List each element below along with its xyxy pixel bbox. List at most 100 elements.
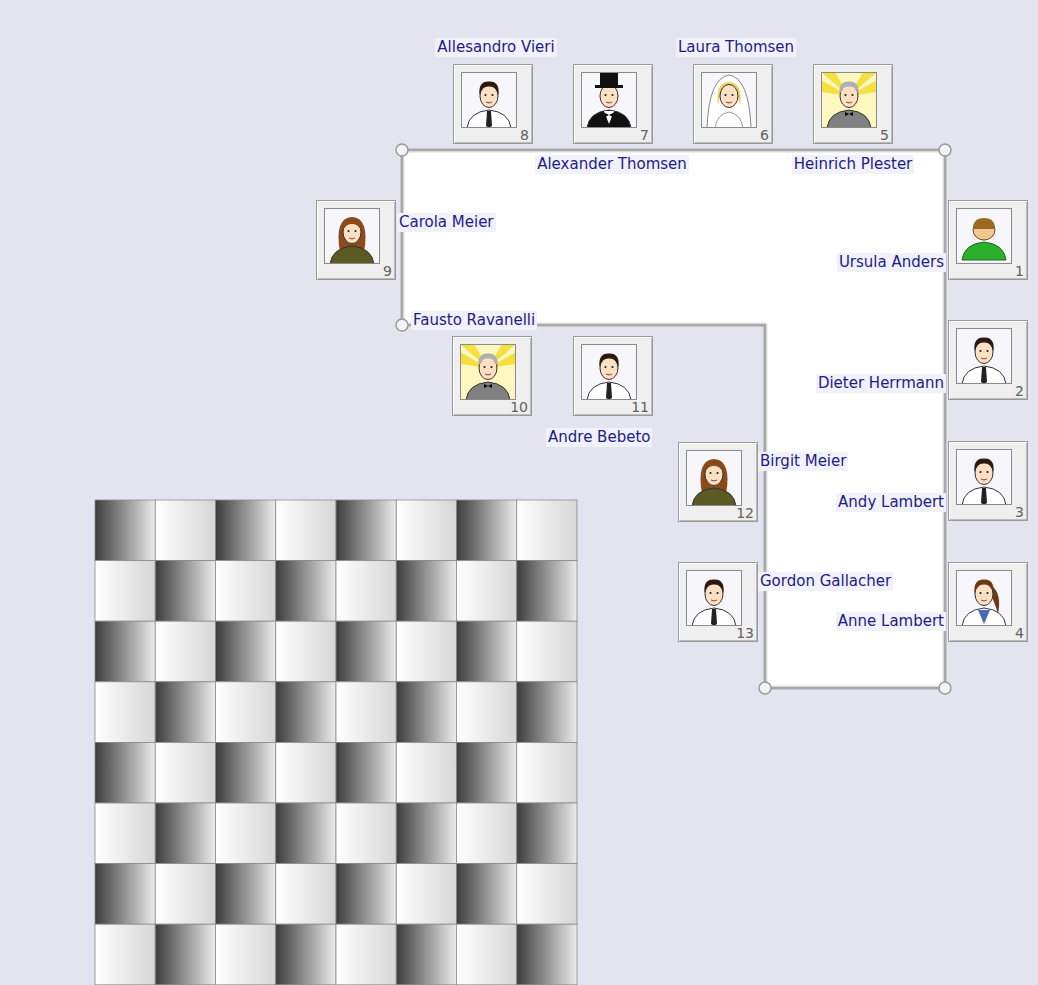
guest-name: Ursula Anders xyxy=(837,253,946,272)
board-cell xyxy=(396,621,456,682)
board-cell xyxy=(155,682,215,743)
board-cell xyxy=(457,742,517,803)
guest-seat: Ursula Anders1 xyxy=(948,200,1028,280)
seat-number: 12 xyxy=(736,506,754,520)
guest-seat: Birgit Meier12 xyxy=(678,442,758,522)
guest-seat: Carola Meier9 xyxy=(316,200,396,280)
guest-seat: Anne Lambert4 xyxy=(948,562,1028,642)
board-cell xyxy=(517,561,577,622)
board-cell xyxy=(457,621,517,682)
board-cell xyxy=(216,864,276,925)
guest-name: Allesandro Vieri xyxy=(435,38,556,57)
board-cell xyxy=(336,561,396,622)
guest-name: Fausto Ravanelli xyxy=(411,311,537,330)
guest-icon xyxy=(956,570,1012,626)
board-cell xyxy=(155,621,215,682)
board-cell xyxy=(396,500,456,561)
board-cell xyxy=(276,864,336,925)
guest-icon xyxy=(956,328,1012,384)
seat-number: 8 xyxy=(520,128,529,142)
board-cell xyxy=(276,500,336,561)
seat-number: 9 xyxy=(383,264,392,278)
seat-number: 1 xyxy=(1015,264,1024,278)
board-cell xyxy=(336,500,396,561)
guest-name: Andre Bebeto xyxy=(546,428,652,447)
guest-seat: Gordon Gallacher13 xyxy=(678,562,758,642)
board-cell xyxy=(336,742,396,803)
board-cell xyxy=(155,924,215,985)
seat-number: 5 xyxy=(880,128,889,142)
guest-icon xyxy=(581,344,637,400)
seat-number: 2 xyxy=(1015,384,1024,398)
guest-icon xyxy=(686,570,742,626)
guest-icon xyxy=(461,72,517,128)
board-cell xyxy=(517,924,577,985)
guest-icon xyxy=(821,72,877,128)
board-cell xyxy=(517,682,577,743)
board-cell xyxy=(95,500,155,561)
guest-name: Alexander Thomsen xyxy=(535,155,689,174)
board-cell xyxy=(95,924,155,985)
board-cell xyxy=(457,561,517,622)
board-cell xyxy=(396,682,456,743)
board-cell xyxy=(336,924,396,985)
seat-number: 11 xyxy=(631,400,649,414)
board-cell xyxy=(95,682,155,743)
board-cell xyxy=(457,803,517,864)
board-cell xyxy=(95,803,155,864)
board-cell xyxy=(95,621,155,682)
board-cell xyxy=(276,742,336,803)
seat-number: 7 xyxy=(640,128,649,142)
board-cell xyxy=(396,561,456,622)
guest-seat: Alexander Thomsen7 xyxy=(573,64,653,144)
board-cell xyxy=(517,864,577,925)
board-cell xyxy=(276,561,336,622)
board-cell xyxy=(155,561,215,622)
checkerboard xyxy=(95,500,577,985)
guest-seat: Dieter Herrmann2 xyxy=(948,320,1028,400)
board-cell xyxy=(95,864,155,925)
table-inner-edge xyxy=(404,152,943,686)
guest-seat: Andy Lambert3 xyxy=(948,441,1028,521)
board-cell xyxy=(216,742,276,803)
board-cell xyxy=(95,561,155,622)
board-cell xyxy=(457,924,517,985)
board-cell xyxy=(396,803,456,864)
seat-number: 10 xyxy=(510,400,528,414)
board-cell xyxy=(336,682,396,743)
board-cell xyxy=(276,803,336,864)
board-cell xyxy=(155,803,215,864)
board-cell xyxy=(457,500,517,561)
guest-seat: Andre Bebeto11 xyxy=(573,336,653,416)
board-cell xyxy=(276,924,336,985)
board-cell xyxy=(276,682,336,743)
guest-name: Carola Meier xyxy=(397,213,496,232)
board-cell xyxy=(216,803,276,864)
board-cell xyxy=(336,864,396,925)
board-cell xyxy=(396,742,456,803)
guest-icon xyxy=(701,72,757,128)
board-cell xyxy=(276,621,336,682)
seat-number: 6 xyxy=(760,128,769,142)
board-cell xyxy=(216,621,276,682)
guest-seat: Allesandro Vieri8 xyxy=(453,64,533,144)
table-knobs xyxy=(396,144,951,694)
board-cell xyxy=(336,621,396,682)
board-cell xyxy=(517,500,577,561)
guest-icon xyxy=(956,449,1012,505)
guest-seat: Heinrich Plester5 xyxy=(813,64,893,144)
guest-name: Dieter Herrmann xyxy=(816,374,946,393)
guest-seat: Laura Thomsen6 xyxy=(693,64,773,144)
board-cell xyxy=(396,924,456,985)
board-cell xyxy=(155,742,215,803)
board-cell xyxy=(216,561,276,622)
board-cell xyxy=(155,500,215,561)
guest-icon xyxy=(956,208,1012,264)
board-cell xyxy=(216,924,276,985)
board-cell xyxy=(216,682,276,743)
guest-name: Heinrich Plester xyxy=(792,155,915,174)
guest-icon xyxy=(324,208,380,264)
guest-icon xyxy=(581,72,637,128)
board-cell xyxy=(95,742,155,803)
seat-number: 13 xyxy=(736,626,754,640)
